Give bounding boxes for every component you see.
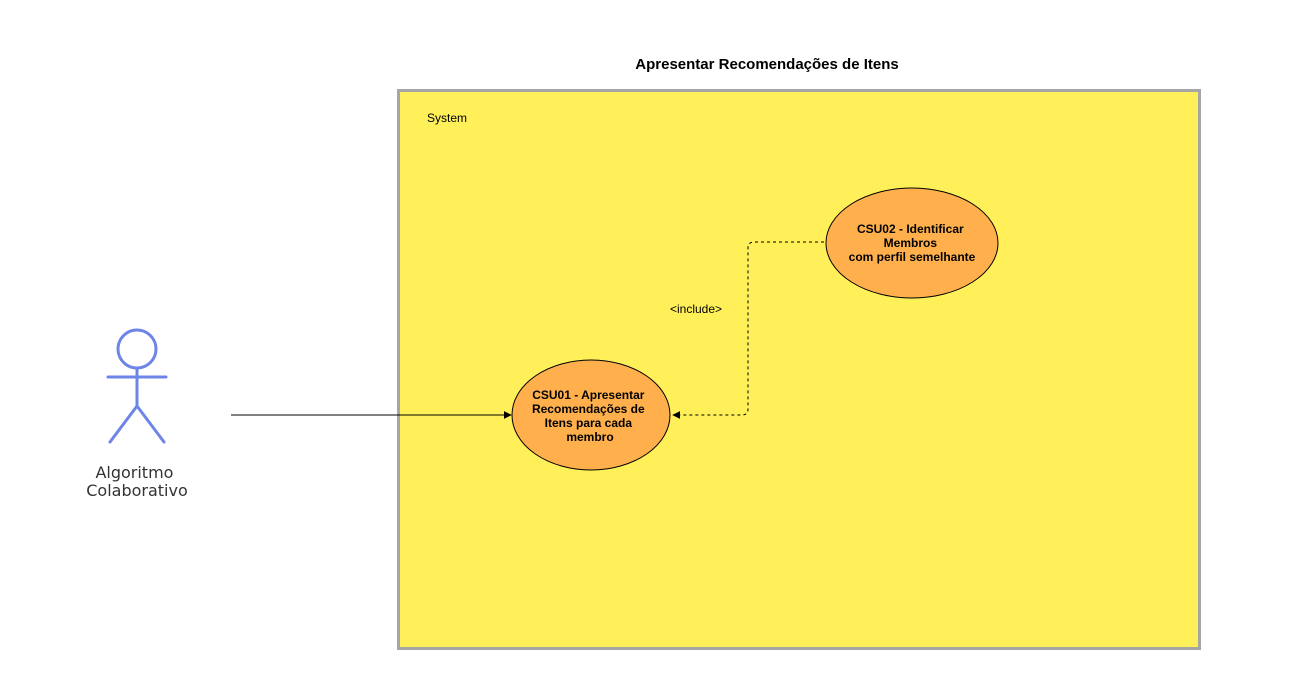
use-case-csu02[interactable]: CSU02 - Identificar Membros com perfil s… [825, 187, 999, 299]
system-boundary-label: System [427, 111, 467, 125]
use-case-csu01[interactable]: CSU01 - Apresentar Recomendações de Iten… [511, 359, 671, 471]
use-case-csu02-line-1: CSU02 - Identificar [857, 222, 964, 236]
actor-figure[interactable] [106, 328, 168, 444]
use-case-csu01-line-2: Recomendações de [532, 402, 645, 416]
use-case-csu01-shape[interactable] [511, 359, 671, 471]
use-case-csu01-line-3: Itens para cada [545, 416, 633, 430]
use-case-csu02-label: CSU02 - Identificar Membros com perfil s… [849, 222, 976, 264]
use-case-csu02-shape[interactable] [825, 187, 999, 299]
use-case-csu01-line-4: membro [566, 430, 613, 444]
include-relationship-line[interactable] [672, 241, 824, 419]
diagram-title: Apresentar Recomendações de Itens [635, 56, 898, 73]
actor-right-leg [135, 404, 166, 444]
actor-name: Algoritmo Colaborativo [86, 463, 188, 500]
use-case-csu02-line-2: Membros [884, 236, 938, 250]
system-boundary[interactable] [397, 89, 1201, 650]
include-label: <include> [670, 302, 722, 316]
actor-head [116, 328, 158, 370]
use-case-csu02-line-3: com perfil semelhante [849, 250, 976, 264]
actor-name-line-2: Colaborativo [86, 481, 188, 500]
actor-left-leg [108, 404, 139, 444]
use-case-csu01-line-1: CSU01 - Apresentar [532, 388, 645, 402]
use-case-csu01-label: CSU01 - Apresentar Recomendações de Iten… [532, 388, 648, 444]
actor-name-line-1: Algoritmo [95, 463, 173, 482]
